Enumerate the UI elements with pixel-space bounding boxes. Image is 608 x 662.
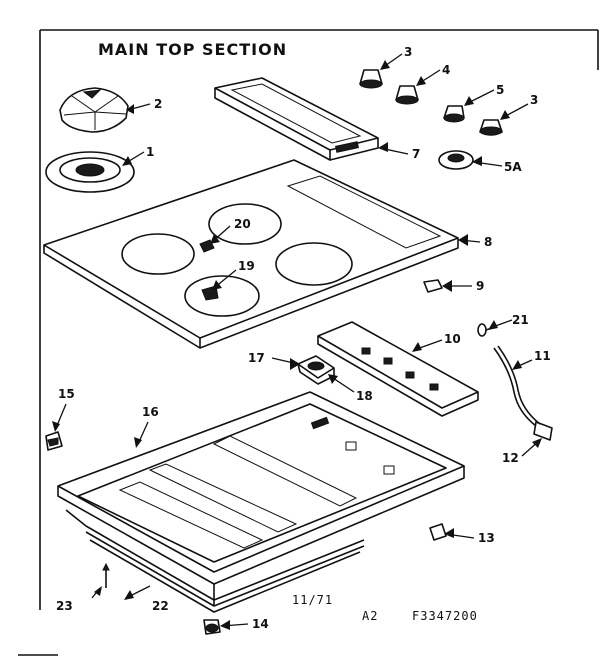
part-burner-box bbox=[57, 391, 465, 585]
part-bottom-panel bbox=[65, 509, 365, 613]
callout-13: 13 bbox=[478, 531, 495, 545]
callout-18: 18 bbox=[356, 389, 373, 403]
callout-9: 9 bbox=[476, 279, 484, 293]
part-knob-5 bbox=[443, 105, 465, 123]
part-clip-9 bbox=[423, 279, 443, 293]
callout-10: 10 bbox=[444, 332, 461, 346]
part-foot-14 bbox=[203, 619, 221, 635]
callout-labels: 2 1 3 4 5 3 5A 7 8 9 10 21 11 12 13 14 1… bbox=[56, 45, 551, 631]
part-knob-3a bbox=[359, 69, 383, 89]
callout-5a: 5A bbox=[504, 160, 522, 174]
part-bezel-5a bbox=[438, 150, 474, 170]
part-number: F3347200 bbox=[412, 609, 478, 623]
callout-23: 23 bbox=[56, 599, 73, 613]
callout-14: 14 bbox=[252, 617, 269, 631]
part-rod-11 bbox=[493, 345, 553, 441]
callout-20: 20 bbox=[234, 217, 251, 231]
part-drip-pan bbox=[45, 151, 135, 193]
callout-2: 2 bbox=[154, 97, 162, 111]
callout-8: 8 bbox=[484, 235, 492, 249]
date-code: 11/71 bbox=[292, 593, 333, 607]
callout-7: 7 bbox=[412, 147, 420, 161]
part-knob-3b bbox=[479, 119, 503, 136]
callout-19: 19 bbox=[238, 259, 255, 273]
callout-15: 15 bbox=[58, 387, 75, 401]
part-pin-23 bbox=[102, 562, 110, 588]
callout-3b: 3 bbox=[530, 93, 538, 107]
revision-code: A2 bbox=[362, 609, 378, 623]
callout-22: 22 bbox=[152, 599, 169, 613]
callout-21: 21 bbox=[512, 313, 529, 327]
callout-17: 17 bbox=[248, 351, 265, 365]
callout-12: 12 bbox=[502, 451, 519, 465]
leader-lines bbox=[52, 53, 542, 630]
diagram-title: MAIN TOP SECTION bbox=[98, 40, 287, 59]
callout-16: 16 bbox=[142, 405, 159, 419]
part-clip-13 bbox=[429, 523, 447, 541]
callout-3a: 3 bbox=[404, 45, 412, 59]
part-bracket-15 bbox=[45, 431, 63, 451]
frame-lines bbox=[18, 29, 599, 656]
callout-4: 4 bbox=[442, 63, 450, 77]
part-receptacle bbox=[297, 355, 335, 385]
part-switch-bracket bbox=[317, 321, 479, 417]
callout-1: 1 bbox=[146, 145, 154, 159]
part-main-top bbox=[43, 159, 459, 349]
part-screw-21 bbox=[477, 323, 493, 337]
callout-5: 5 bbox=[496, 83, 504, 97]
part-knob-4 bbox=[395, 85, 419, 105]
callout-11: 11 bbox=[534, 349, 551, 363]
part-burner-cap bbox=[59, 87, 129, 133]
part-backguard-trim bbox=[214, 77, 379, 161]
